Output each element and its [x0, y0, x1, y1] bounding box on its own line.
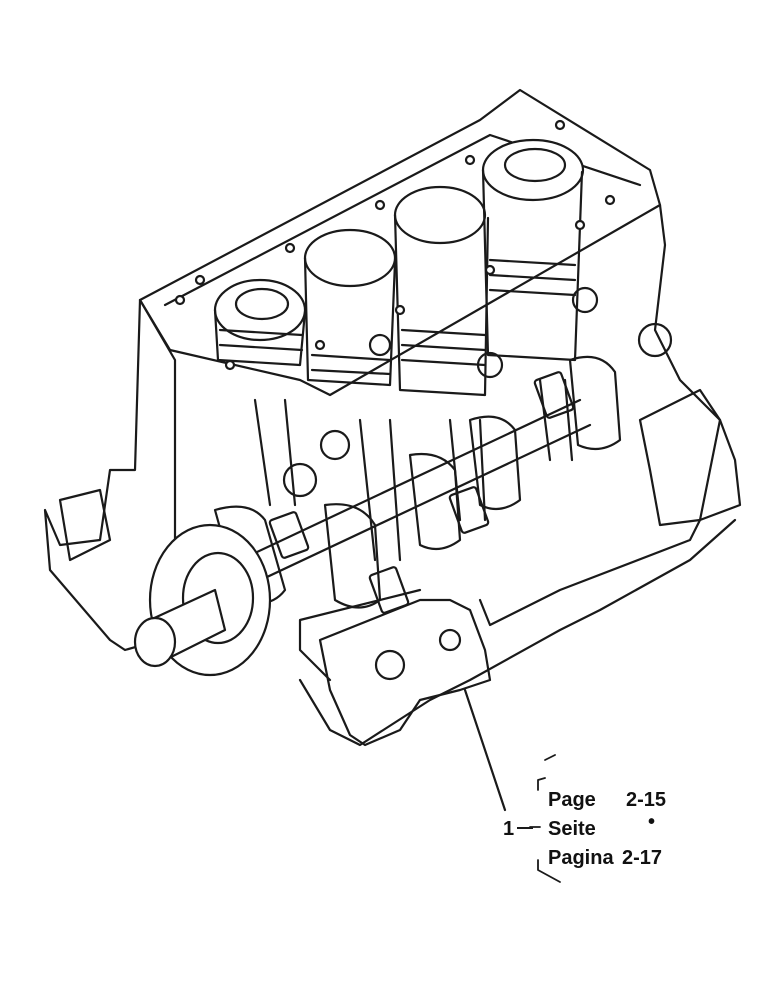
side-port	[637, 322, 673, 358]
connecting-rod	[253, 398, 297, 507]
main-bearing-cap	[368, 566, 410, 614]
connecting-rod	[358, 418, 402, 562]
block-right-face	[478, 203, 742, 627]
crank-web	[568, 355, 622, 451]
cylinder-4	[481, 138, 585, 362]
crank-web	[408, 452, 462, 551]
side-port	[571, 286, 599, 314]
wrist-pin	[319, 429, 351, 461]
callout-label-pagina: Pagina	[548, 847, 614, 869]
callout-leader-line	[463, 688, 507, 812]
callout-label-page: Page	[548, 789, 596, 811]
main-bearing-cap	[448, 486, 490, 534]
block-bottom-rail-lower	[298, 588, 422, 682]
cylinder-2	[303, 228, 397, 387]
block-top-inner-edge	[163, 133, 642, 307]
callout-bracket	[529, 754, 561, 883]
cylinder-1	[213, 278, 307, 367]
wrist-pin	[368, 333, 392, 357]
connecting-rod	[538, 378, 574, 462]
wrist-pin	[476, 351, 504, 379]
callout-value-page: 2-15	[626, 789, 666, 811]
cylinder-3	[393, 185, 490, 397]
front-flange	[318, 598, 492, 747]
front-flange-hole	[374, 649, 406, 681]
deck-bolt-holes	[174, 119, 616, 371]
front-flange-hole	[438, 628, 462, 652]
wrist-pin	[282, 462, 318, 498]
callout-label-seite: Seite	[548, 818, 596, 840]
left-boss	[58, 488, 112, 562]
block-bottom-rail	[298, 518, 737, 747]
right-bracket	[638, 388, 722, 527]
main-bearing-cap	[533, 371, 575, 419]
callout-value-pagina: 2-17	[622, 847, 662, 869]
crank-web	[468, 415, 522, 511]
crankshaft-main	[238, 398, 592, 587]
crank-snout-end	[133, 616, 177, 668]
main-bearing-cap	[268, 511, 310, 559]
crank-web	[323, 503, 382, 609]
callout-value-seite: •	[648, 811, 655, 833]
crank-pulley-inner	[181, 551, 255, 645]
callout-number: 1	[503, 818, 514, 840]
